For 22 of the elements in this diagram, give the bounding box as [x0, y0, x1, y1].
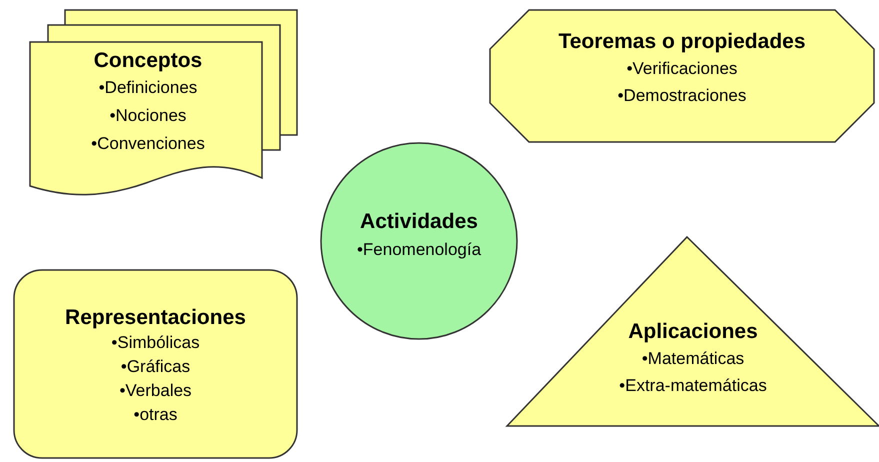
octagon-shape: [489, 9, 875, 143]
bullet-item: •Verbales: [119, 380, 192, 402]
heading: Aplicaciones: [628, 319, 758, 345]
bullet-item: •otras: [134, 404, 178, 426]
rounded-box: [13, 269, 298, 459]
triangle-shape: [506, 236, 879, 427]
bullet-item: •Convenciones: [91, 133, 205, 155]
bullet-item: •Simbólicas: [111, 332, 200, 354]
bullet-item: •Verificaciones: [626, 58, 738, 80]
bullet-item: •Gráficas: [120, 356, 190, 378]
heading: Representaciones: [65, 305, 246, 331]
bullet-item: •Matemáticas: [642, 348, 744, 370]
circle-shape: [320, 142, 518, 340]
heading: Actividades: [360, 209, 478, 235]
heading: Conceptos: [94, 48, 202, 74]
bullet-item: •Fenomenología: [356, 239, 482, 261]
heading: Teoremas o propiedades: [558, 29, 806, 55]
document-stack-shape: [28, 8, 300, 196]
bullet-item: •Demostraciones: [618, 85, 746, 107]
bullet-item: •Nociones: [110, 105, 186, 127]
bullet-item: •Extra-matemáticas: [619, 375, 767, 397]
bullet-item: •Definiciones: [98, 77, 198, 99]
